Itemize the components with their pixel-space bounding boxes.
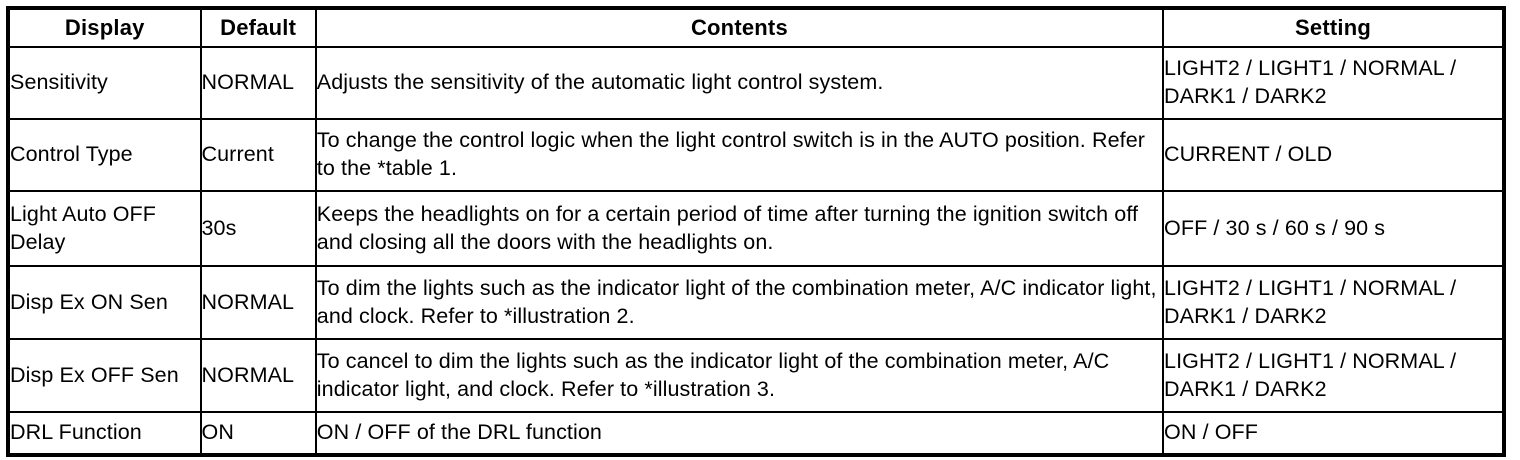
- cell-display: Disp Ex OFF Sen: [7, 338, 202, 413]
- cell-default: Current: [199, 118, 317, 192]
- settings-specification-table: Display Default Contents Setting Sensiti…: [6, 6, 1506, 457]
- cell-default: ON: [199, 411, 317, 456]
- table-row: Control Type Current To change the contr…: [7, 118, 1505, 192]
- cell-display: Light Auto OFF Delay: [7, 190, 202, 267]
- cell-display: Sensitivity: [7, 46, 202, 120]
- column-header-display: Display: [7, 7, 202, 48]
- cell-setting: LIGHT2 / LIGHT1 / NORMAL / DARK1 / DARK2: [1162, 46, 1505, 120]
- table-body: Sensitivity NORMAL Adjusts the sensitivi…: [7, 46, 1505, 456]
- table-row: Disp Ex ON Sen NORMAL To dim the lights …: [7, 265, 1505, 340]
- table-row: Disp Ex OFF Sen NORMAL To cancel to dim …: [7, 338, 1505, 413]
- cell-setting: LIGHT2 / LIGHT1 / NORMAL / DARK1 / DARK2: [1162, 265, 1505, 340]
- cell-display: Control Type: [7, 118, 202, 192]
- cell-setting: LIGHT2 / LIGHT1 / NORMAL / DARK1 / DARK2: [1162, 338, 1505, 413]
- cell-contents: ON / OFF of the DRL function: [314, 411, 1165, 456]
- cell-contents: To dim the lights such as the indicator …: [314, 265, 1165, 340]
- cell-contents: To cancel to dim the lights such as the …: [314, 338, 1165, 413]
- table-row: DRL Function ON ON / OFF of the DRL func…: [7, 411, 1505, 456]
- cell-setting: OFF / 30 s / 60 s / 90 s: [1162, 190, 1505, 267]
- cell-display: DRL Function: [7, 411, 202, 456]
- cell-contents: To change the control logic when the lig…: [314, 118, 1165, 192]
- cell-default: 30s: [199, 190, 317, 267]
- table-row: Sensitivity NORMAL Adjusts the sensitivi…: [7, 46, 1505, 120]
- cell-default: NORMAL: [199, 46, 317, 120]
- cell-contents: Keeps the headlights on for a certain pe…: [314, 190, 1165, 267]
- table-row: Light Auto OFF Delay 30s Keeps the headl…: [7, 190, 1505, 267]
- table-header: Display Default Contents Setting: [7, 7, 1505, 48]
- cell-display: Disp Ex ON Sen: [7, 265, 202, 340]
- cell-setting: ON / OFF: [1162, 411, 1505, 456]
- column-header-contents: Contents: [314, 7, 1165, 48]
- column-header-default: Default: [199, 7, 317, 48]
- table-header-row: Display Default Contents Setting: [7, 7, 1505, 48]
- column-header-setting: Setting: [1162, 7, 1505, 48]
- cell-default: NORMAL: [199, 338, 317, 413]
- cell-contents: Adjusts the sensitivity of the automatic…: [314, 46, 1165, 120]
- cell-setting: CURRENT / OLD: [1162, 118, 1505, 192]
- cell-default: NORMAL: [199, 265, 317, 340]
